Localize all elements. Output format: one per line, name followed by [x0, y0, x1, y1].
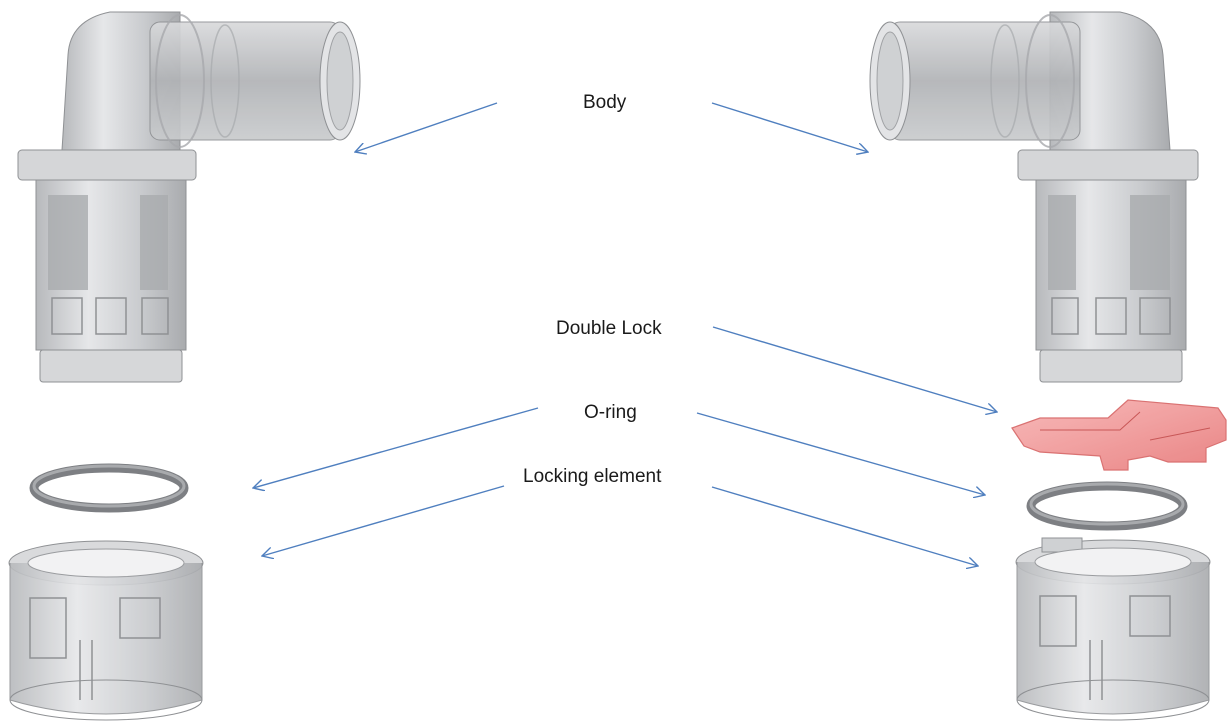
body-arrow-right	[711, 102, 868, 152]
left-o-ring-part	[29, 463, 189, 513]
double-lock-label: Double Lock	[556, 318, 662, 339]
left-body-part	[17, 11, 361, 383]
o-ring-arrow-right	[696, 412, 985, 495]
o-ring-arrow-left	[253, 407, 539, 488]
right-body-part	[869, 11, 1199, 383]
left-locking-element-part	[8, 540, 204, 721]
locking-arrow-left	[262, 485, 505, 556]
o-ring-label: O-ring	[584, 402, 637, 423]
body-label: Body	[583, 92, 627, 113]
leader-arrows	[253, 102, 997, 566]
right-locking-element-part	[1015, 537, 1211, 721]
double-lock-arrow	[712, 326, 997, 412]
locking-arrow-right	[711, 486, 978, 566]
body-arrow-left	[355, 102, 498, 152]
right-double-lock-part	[1011, 399, 1227, 471]
right-o-ring-part	[1026, 481, 1188, 531]
locking-element-label: Locking element	[523, 466, 662, 487]
